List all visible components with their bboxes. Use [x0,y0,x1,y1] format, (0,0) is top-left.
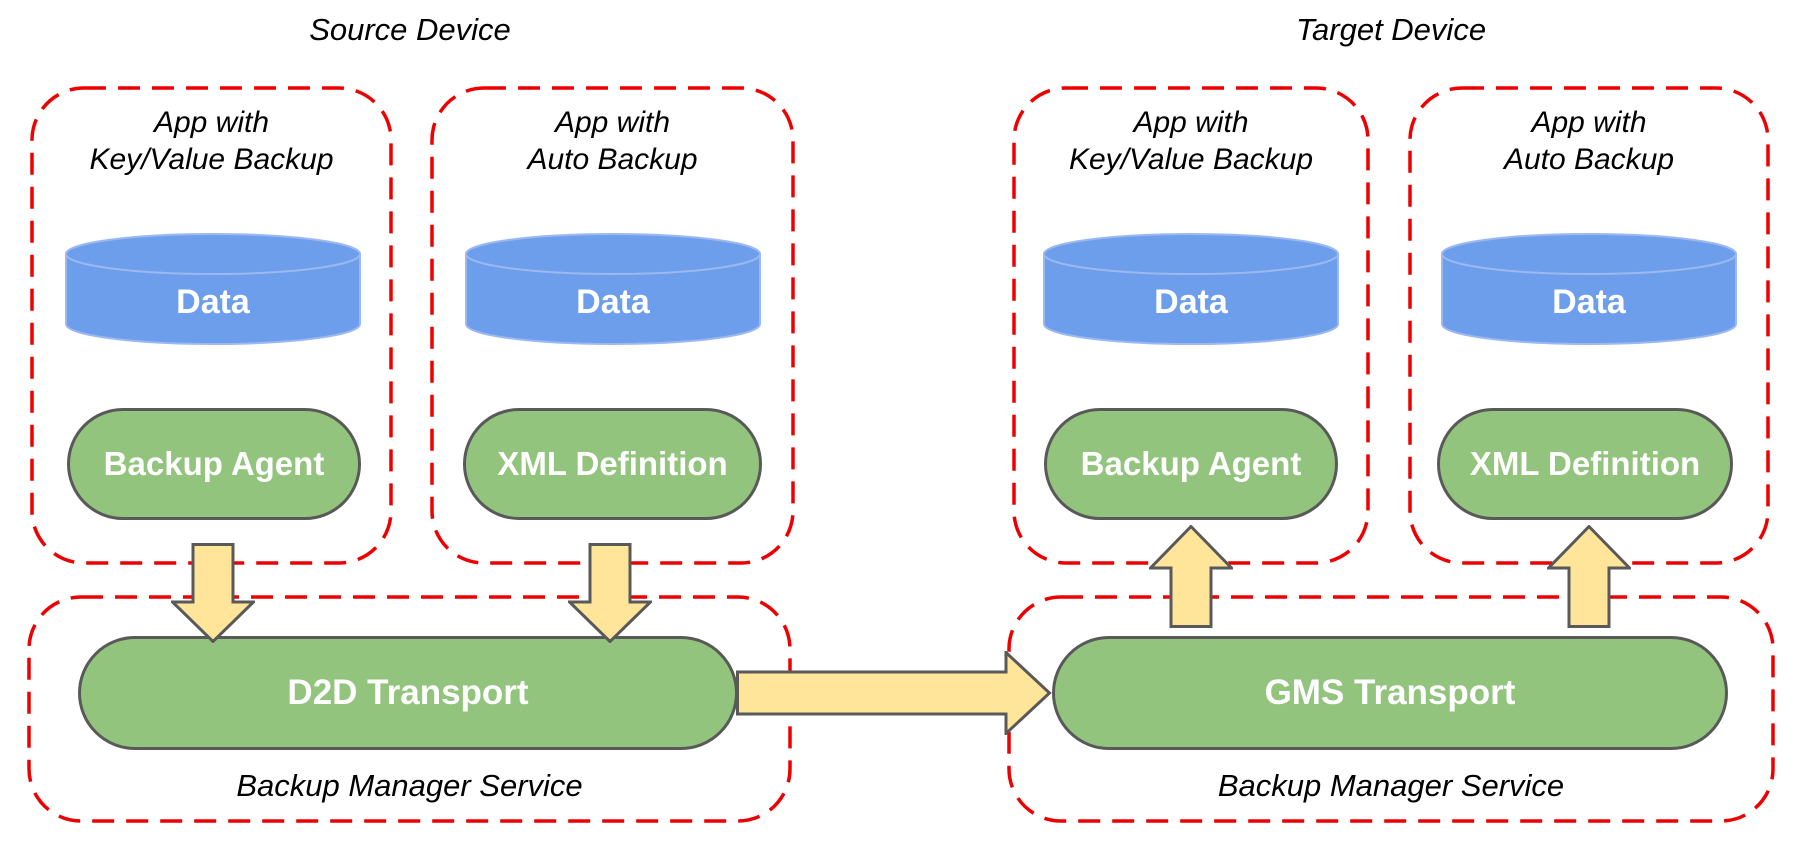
data-store-label: Data [1154,283,1228,321]
target-backup-manager-service-label: Backup Manager Service [1217,768,1565,803]
d2d-to-gms-arrow [736,651,1052,735]
data-store-label: Data [1552,283,1626,321]
d2d-transport-pill: D2D Transport [78,636,738,750]
source-backup-manager-service-label: Backup Manager Service [236,768,583,803]
source-autobackup-app-label: App with Auto Backup [430,104,795,178]
app-label-line2: Key/Value Backup [89,143,334,176]
component-label: XML Definition [1469,445,1701,482]
app-label-line1: App with [1531,106,1647,139]
component-label: Backup Agent [1080,445,1302,482]
source-autobackup-data-cylinder [465,233,761,345]
transport-label: GMS Transport [1264,673,1516,712]
backup-agent-to-d2d-arrow [171,543,255,643]
target-autobackup-app-box [1408,86,1770,565]
target-backup-agent-pill: Backup Agent [1044,408,1338,520]
target-keyvalue-app-box [1012,86,1370,565]
app-label-line2: Key/Value Backup [1068,143,1314,176]
source-keyvalue-data-cylinder [65,233,361,345]
target-keyvalue-app-label: App with Key/Value Backup [1012,104,1370,178]
xml-definition-to-d2d-arrow [568,543,652,643]
gms-to-backup-agent-arrow [1149,525,1233,628]
source-keyvalue-app-label: App with Key/Value Backup [30,104,393,178]
app-label-line1: App with [1133,106,1249,139]
gms-to-xml-definition-arrow [1547,525,1631,628]
source-keyvalue-app-box [30,86,393,565]
target-device-title: Target Device [1295,12,1487,47]
target-autobackup-data-cylinder [1441,233,1737,345]
target-autobackup-app-label: App with Auto Backup [1408,104,1770,178]
component-label: XML Definition [497,445,728,482]
app-label-line1: App with [554,106,671,139]
gms-transport-pill: GMS Transport [1052,636,1728,750]
data-store-label: Data [576,283,650,321]
app-label-line1: App with [153,106,270,139]
source-backup-agent-pill: Backup Agent [67,408,361,520]
app-label-line2: Auto Backup [1503,143,1675,176]
app-label-line2: Auto Backup [527,143,698,176]
source-xml-definition-pill: XML Definition [463,408,762,520]
source-device-title: Source Device [309,12,511,47]
data-store-label: Data [176,283,250,321]
target-xml-definition-pill: XML Definition [1437,408,1733,520]
component-label: Backup Agent [103,445,325,482]
transport-label: D2D Transport [287,673,529,712]
target-keyvalue-data-cylinder [1043,233,1339,345]
